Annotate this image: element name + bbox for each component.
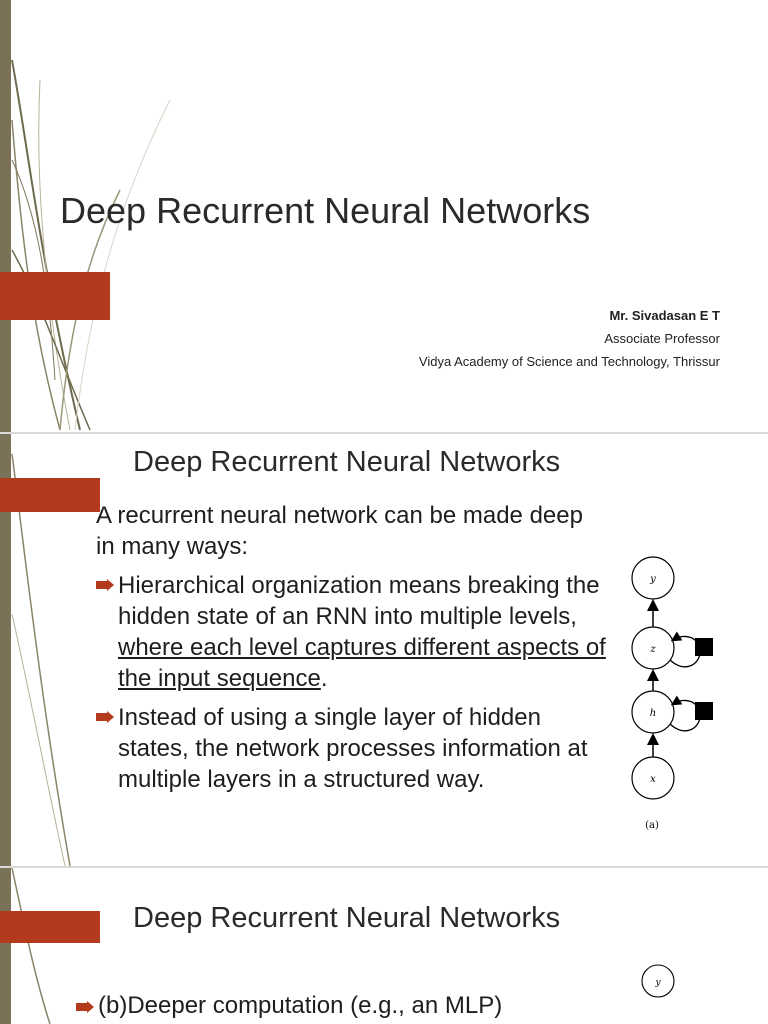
node-label-h: h	[650, 708, 656, 719]
decorative-leaves-icon	[11, 59, 171, 431]
bullet-text: Instead of using a single layer of hidde…	[118, 704, 588, 793]
content-slide-1: Deep Recurrent Neural Networks A recurre…	[0, 434, 768, 866]
title-tag-shape	[0, 478, 100, 512]
left-accent-bar	[0, 434, 11, 866]
author-block: Mr. Sivadasan E T Associate Professor Vi…	[419, 304, 720, 373]
title-slide: Deep Recurrent Neural Networks Mr. Sivad…	[0, 0, 768, 432]
bullet-text: (b)Deeper computation (e.g., an MLP)	[98, 992, 503, 1019]
title-tag-shape	[0, 272, 110, 320]
content-slide-2: Deep Recurrent Neural Networks (b)Deeper…	[0, 868, 768, 1024]
arrow-bullet-icon	[76, 1000, 94, 1013]
node-y	[641, 964, 675, 998]
title-tag-shape	[0, 911, 100, 943]
arrow-bullet-icon	[96, 579, 114, 591]
slide-body: A recurrent neural network can be made d…	[96, 500, 606, 803]
slide-divider	[0, 866, 768, 868]
author-institution: Vidya Academy of Science and Technology,…	[418, 354, 720, 369]
rnn-diagram: y z h x (a)	[631, 556, 713, 831]
node-label-y: y	[654, 978, 661, 988]
decorative-leaves-icon	[11, 868, 51, 1024]
slide-divider	[0, 432, 768, 434]
list-item: Instead of using a single layer of hidde…	[96, 702, 606, 795]
bullet-text: Hierarchical organization means breaking…	[118, 572, 600, 630]
node-label-y: y	[649, 574, 656, 585]
diagram-caption: (a)	[645, 820, 659, 831]
list-item: (b)Deeper computation (e.g., an MLP)	[76, 992, 502, 1020]
bullet-text-end: .	[320, 665, 328, 692]
left-accent-bar	[0, 0, 11, 432]
intro-text: A recurrent neural network can be made d…	[96, 502, 583, 560]
page-title: Deep Recurrent Neural Networks	[60, 190, 591, 231]
slide-title: Deep Recurrent Neural Networks	[133, 902, 561, 934]
author-name: Mr. Sivadasan E T	[609, 308, 720, 323]
left-accent-bar	[0, 868, 11, 1024]
node-label-x: x	[650, 774, 656, 785]
author-role: Associate Professor	[604, 331, 720, 346]
rnn-diagram-partial: y	[641, 964, 675, 998]
node-label-z: z	[649, 644, 656, 655]
bullet-underlined-text: where each level captures different aspe…	[118, 634, 606, 692]
delay-block	[695, 638, 713, 656]
list-item: Hierarchical organization means breaking…	[96, 570, 606, 694]
delay-block	[695, 702, 713, 720]
arrow-bullet-icon	[96, 711, 114, 723]
slide-title: Deep Recurrent Neural Networks	[133, 446, 561, 478]
